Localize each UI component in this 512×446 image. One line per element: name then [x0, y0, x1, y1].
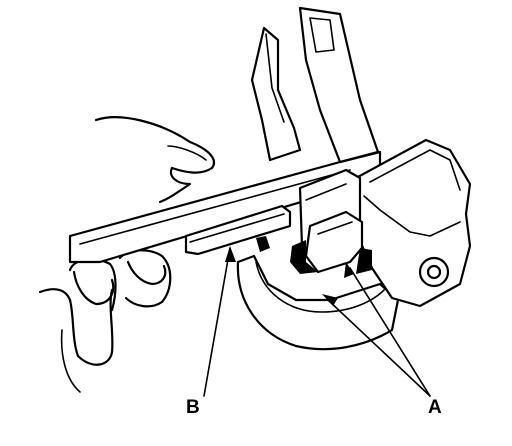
brush-holder	[236, 138, 472, 351]
vernier-caliper	[68, 6, 382, 264]
callout-label-b: B	[186, 397, 200, 418]
callout-label-a: A	[428, 397, 442, 418]
leader-lines	[203, 246, 431, 397]
